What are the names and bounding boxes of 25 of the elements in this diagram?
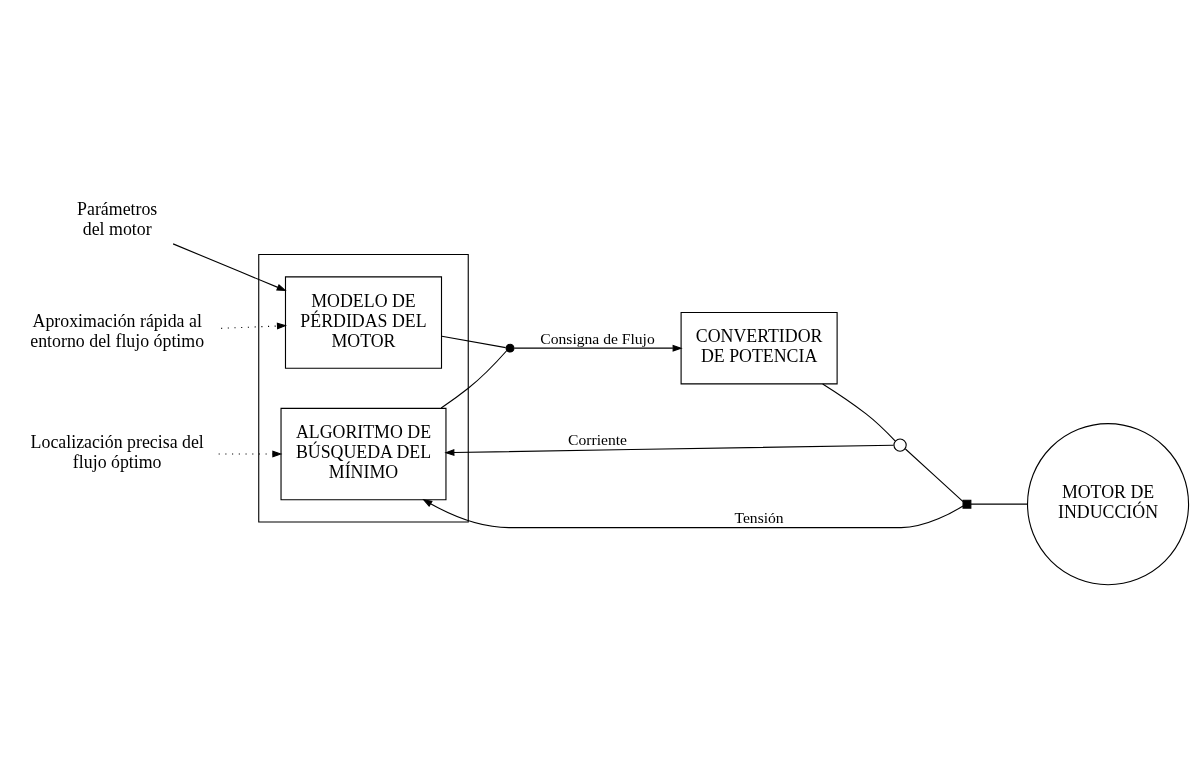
edge-label: Corriente (568, 430, 627, 448)
arrow (218, 450, 283, 458)
node-circle: MOTOR DE INDUCCIÓN (1026, 422, 1190, 585)
node-text: Localización precisa del flujo óptimo (30, 431, 204, 472)
node-box: CONVERTIDOR DE POTENCIA (680, 311, 838, 384)
node-circle (893, 437, 907, 452)
connector (822, 382, 896, 442)
node-circle (505, 343, 515, 353)
node-box: ALGORITMO DE BÚSQUEDA DEL MÍNIMO (280, 407, 447, 500)
node-box (962, 499, 972, 509)
connector (904, 447, 964, 502)
arrow (422, 498, 964, 528)
edge-label: Consigna de Flujo (540, 329, 655, 347)
arrow (513, 344, 683, 352)
arrow (444, 444, 895, 456)
node-text: Parámetros del motor (77, 198, 158, 239)
connector (441, 335, 507, 348)
edge-label: Tensión (734, 508, 784, 526)
cluster (258, 253, 469, 523)
node-text: Aproximación rápida al entorno del flujo óptimo (30, 310, 205, 351)
arrow (220, 322, 287, 330)
connector (440, 349, 508, 409)
arrow (172, 242, 287, 291)
connector (970, 503, 1029, 505)
node-box: MODELO DE PÉRDIDAS DEL MOTOR (284, 275, 443, 369)
